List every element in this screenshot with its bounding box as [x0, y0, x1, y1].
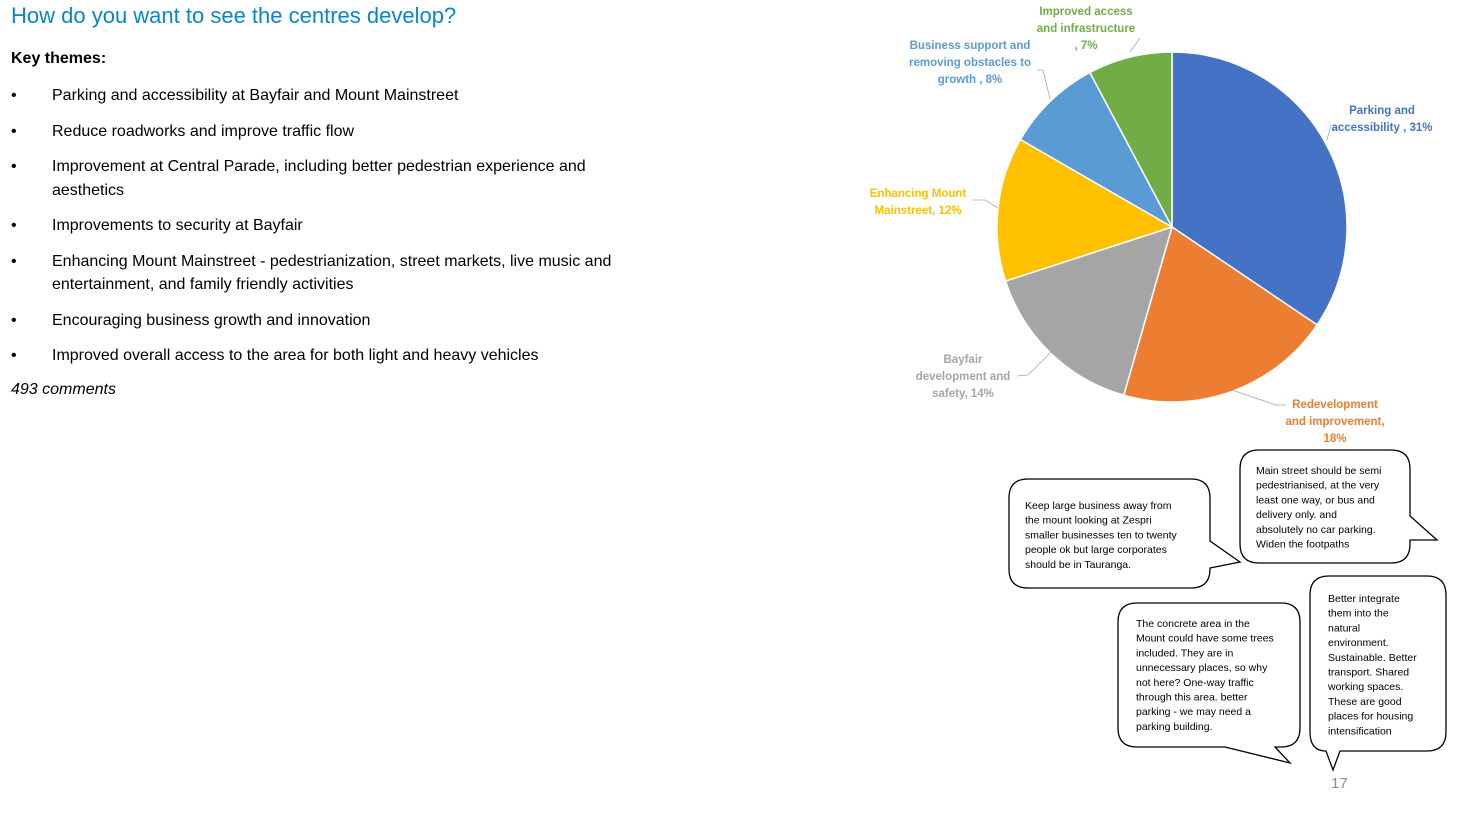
- key-themes-list: • Parking and accessibility at Bayfair an…: [11, 84, 631, 380]
- pie-slices: [996, 51, 1348, 403]
- leader-line: [1129, 37, 1141, 53]
- bullet-icon: •: [11, 252, 17, 270]
- page-title: How do you want to see the centres devel…: [11, 3, 457, 28]
- comment-count: 493 comments: [11, 381, 116, 398]
- theme-text: Parking and accessibility at Bayfair and…: [52, 87, 459, 104]
- leader-line: [1037, 69, 1051, 100]
- bullet-icon: •: [11, 217, 17, 234]
- theme-item: • Improvements to security at Bayfair: [11, 214, 631, 238]
- theme-text: Enhancing Mount Mainstreet - pedestriani…: [52, 252, 612, 294]
- pie-slice: [1171, 51, 1348, 326]
- theme-text: Reduce roadworks and improve traffic flo…: [52, 122, 355, 140]
- leader-lines: [972, 37, 1332, 406]
- leader-line: [1231, 389, 1286, 406]
- key-themes-heading: Key themes:: [11, 50, 107, 67]
- pie-slice: [1019, 71, 1174, 229]
- theme-item: • Reduce roadworks and improve traffic fl…: [11, 120, 631, 144]
- bullet-icon: •: [11, 158, 17, 175]
- theme-item: • Parking and accessibility at Bayfair an…: [11, 84, 631, 108]
- theme-item: • Encouraging business growth and innovat…: [11, 309, 631, 333]
- bullet-icon: •: [11, 347, 17, 364]
- bullet-icon: •: [11, 311, 17, 329]
- speech-bubble-shape: [1117, 602, 1301, 765]
- leader-line: [1016, 349, 1054, 377]
- leader-line: [1326, 124, 1332, 141]
- leader-line: [972, 199, 999, 209]
- bullet-icon: •: [11, 122, 17, 140]
- theme-text: Improvements to security at Bayfair: [52, 217, 303, 234]
- page-number: 17: [1331, 775, 1348, 792]
- theme-text: Improvement at Central Parade, including…: [52, 158, 586, 199]
- theme-item: • Improvement at Central Parade, includin…: [11, 155, 631, 202]
- theme-text: Encouraging business growth and innovati…: [52, 311, 371, 329]
- theme-item: • Enhancing Mount Mainstreet - pedestrian…: [11, 250, 631, 297]
- speech-bubble-shape: [1008, 478, 1242, 589]
- pie-slice: [1088, 51, 1173, 228]
- theme-item: • Improved overall access to the area for…: [11, 344, 631, 368]
- speech-bubble-shape: [1239, 449, 1439, 564]
- theme-text: Improved overall access to the area for …: [52, 347, 539, 364]
- pie-slice: [1122, 225, 1319, 403]
- speech-bubble-shape: [1309, 575, 1447, 772]
- pie-slice: [996, 138, 1174, 283]
- bullet-icon: •: [11, 87, 17, 104]
